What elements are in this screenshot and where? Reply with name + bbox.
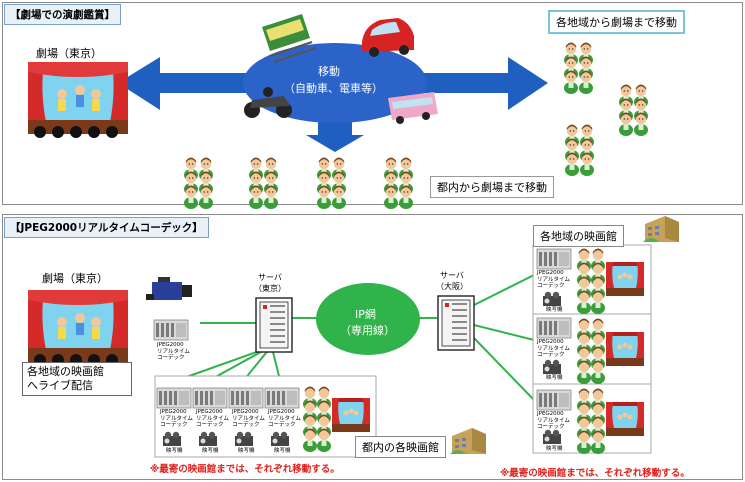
codec-metro-4 [264, 387, 300, 409]
train-icon [262, 14, 317, 63]
movement-sub-label: （自動車、電車等） [284, 82, 383, 95]
codec-text-line: コーデック [232, 422, 260, 428]
metro-cinema-screen [332, 398, 370, 432]
codec-source [153, 319, 189, 341]
movement-ellipse [243, 43, 427, 123]
projector-metro-1-label: 映写機 [166, 448, 183, 454]
codec-metro-3 [228, 387, 264, 409]
live-line-2: へライブ配信 [27, 379, 93, 392]
codec-text-line: リアルタイム [196, 415, 229, 422]
codec-text-line: コーデック [160, 422, 188, 428]
codec-region-3-text: JPEG2000 リアルタイム コーデック [537, 411, 570, 431]
region-cinema-building-icon [643, 216, 679, 242]
ip-network-ellipse [316, 283, 420, 355]
note-left: ※最寄の映画館までは、それぞれ移動する。 [150, 464, 340, 475]
projector-region-1-label: 映写機 [546, 307, 563, 313]
codec-region-3 [536, 389, 572, 411]
codec-text-line: リアルタイム [537, 417, 570, 424]
regional-cinemas-label: 各地域の映画館 [533, 225, 624, 247]
codec-metro-1 [156, 387, 192, 409]
codec-region-1-text: JPEG2000 リアルタイム コーデック [537, 270, 570, 290]
codec-text-line: リアルタイム [537, 276, 570, 283]
codec-metro-3-text: JPEG2000 リアルタイム コーデック [232, 409, 265, 429]
bottom-theater-label: 劇場（東京） [42, 272, 108, 285]
metro-cinemas-label: 都内の各映画館 [355, 436, 446, 458]
projector-region-3-label: 映写機 [546, 446, 563, 452]
codec-text-line: コーデック [537, 424, 565, 430]
codec-text-line: コーデック [196, 422, 224, 428]
codec-text-line: JPEG2000 [537, 270, 564, 276]
motorbike-icon [244, 87, 292, 118]
arrow-down [306, 118, 364, 152]
codec-text-line: JPEG2000 [157, 342, 184, 348]
bottom-panel-title: 【JPEG2000リアルタイムコーデック】 [4, 217, 209, 238]
codec-text-line: JPEG2000 [537, 339, 564, 345]
movement-label: 移動 [318, 65, 340, 78]
codec-region-1 [536, 248, 572, 270]
top-diagram [28, 14, 745, 210]
region-cinema-screen-3 [606, 402, 644, 436]
car-icon [362, 18, 414, 57]
codec-text-line: JPEG2000 [196, 409, 223, 415]
arrow-right [420, 57, 548, 110]
network-lines [177, 274, 535, 401]
codec-text-line: JPEG2000 [232, 409, 259, 415]
metro-cinema-building-icon [450, 428, 486, 454]
codec-region-2-text: JPEG2000 リアルタイム コーデック [537, 339, 570, 359]
projector-metro-4-label: 映写機 [274, 448, 291, 454]
regions-label: 各地域から劇場まで移動 [548, 10, 685, 34]
codec-text-line: JPEG2000 [160, 409, 187, 415]
projector-region-2-label: 映写機 [546, 375, 563, 381]
top-panel-title: 【劇場での演劇鑑賞】 [4, 4, 121, 25]
theater-stage-bottom [28, 290, 128, 366]
codec-region-2 [536, 317, 572, 339]
bus-icon [388, 92, 438, 124]
video-camera-icon [146, 277, 192, 300]
region-cinema-screen-2 [606, 332, 644, 366]
projector-metro-2-label: 映写機 [202, 448, 219, 454]
codec-text-line: リアルタイム [268, 415, 301, 422]
server-osaka-label-1: サーバ [440, 271, 464, 280]
codec-text-line: JPEG2000 [537, 411, 564, 417]
codec-text-line: リアルタイム [232, 415, 265, 422]
server-osaka-label-2: （大阪） [436, 282, 468, 291]
projector-metro-3-label: 映写機 [238, 448, 255, 454]
codec-metro-4-text: JPEG2000 リアルタイム コーデック [268, 409, 301, 429]
top-theater-label: 劇場（東京） [36, 47, 102, 60]
codec-metro-2 [192, 387, 228, 409]
ip-label-1: IP網 [355, 308, 376, 321]
codec-metro-1-text: JPEG2000 リアルタイム コーデック [160, 409, 193, 429]
ip-label-2: （専用線） [340, 324, 395, 337]
server-tokyo-label-1: サーバ [258, 273, 282, 282]
live-line-1: 各地域の映画館 [27, 365, 104, 378]
codec-text-line: コーデック [537, 352, 565, 358]
server-tokyo [255, 297, 293, 353]
codec-text-line: コーデック [157, 355, 185, 361]
codec-text-line: リアルタイム [157, 348, 190, 355]
arrow-left [118, 57, 250, 110]
codec-text-line: リアルタイム [537, 345, 570, 352]
metro-label: 都内から劇場まで移動 [430, 176, 554, 198]
codec-text-line: コーデック [537, 283, 565, 289]
codec-text-line: JPEG2000 [268, 409, 295, 415]
codec-source-text: JPEG2000 リアルタイム コーデック [157, 342, 190, 362]
server-osaka [437, 295, 475, 351]
region-cinema-screen-1 [606, 262, 644, 296]
codec-metro-2-text: JPEG2000 リアルタイム コーデック [196, 409, 229, 429]
live-broadcast-box: 各地域の映画館 へライブ配信 [22, 362, 132, 396]
note-right: ※最寄の映画館までは、それぞれ移動する。 [500, 468, 690, 479]
codec-text-line: リアルタイム [160, 415, 193, 422]
codec-text-line: コーデック [268, 422, 296, 428]
server-tokyo-label-2: （東京） [254, 284, 286, 293]
